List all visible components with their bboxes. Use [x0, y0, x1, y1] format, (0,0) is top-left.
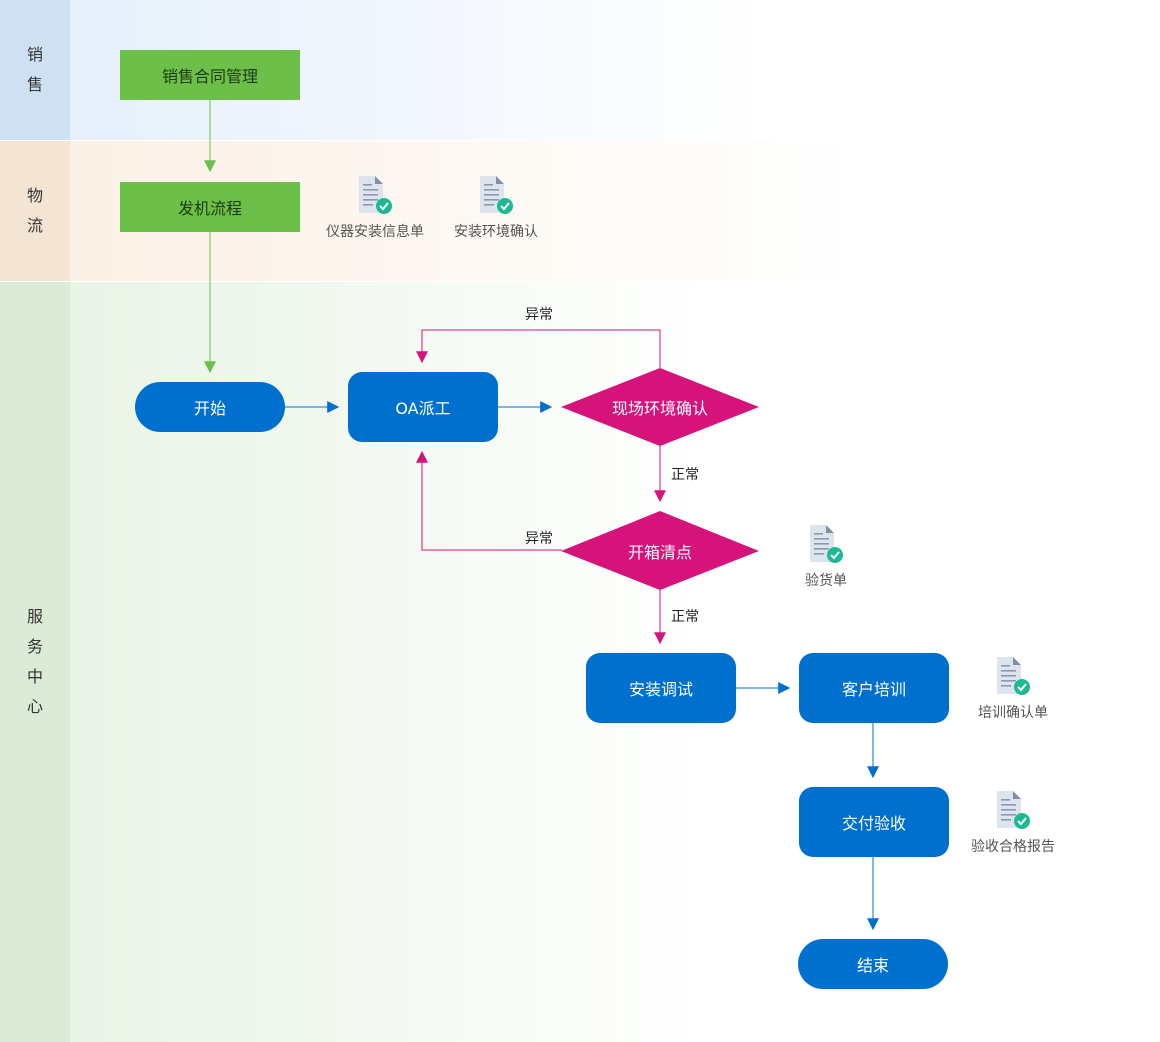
lane-sales-text: 销售	[27, 45, 44, 94]
lane-label-service: 服务中心	[0, 282, 70, 1042]
edge-env-abnormal	[416, 329, 661, 368]
document-check-icon	[810, 525, 843, 563]
doc-label: 安装环境确认	[454, 224, 538, 240]
node-install-debug[interactable]: 安装调试	[586, 653, 736, 723]
doc-instrument-install-info[interactable]: 仪器安装信息单	[315, 175, 435, 241]
document-check-icon	[997, 657, 1030, 695]
lane-logistics-text: 物流	[27, 186, 44, 235]
node-sales-contract[interactable]: 销售合同管理	[120, 50, 300, 100]
document-check-icon	[359, 176, 392, 214]
doc-install-env-confirm[interactable]: 安装环境确认	[436, 175, 556, 241]
node-oa-dispatch[interactable]: OA派工	[348, 372, 498, 442]
edge-label-unpack-normal: 正常	[671, 609, 699, 625]
decision-unpack-label[interactable]: 开箱清点	[627, 542, 692, 562]
edge-label-env-normal: 正常	[671, 467, 699, 483]
doc-acceptance-report[interactable]: 验收合格报告	[953, 790, 1073, 856]
node-start[interactable]: 开始	[135, 382, 285, 432]
doc-label: 培训确认单	[978, 705, 1048, 721]
edge-unpack-abnormal	[416, 450, 562, 551]
node-shipping-process[interactable]: 发机流程	[120, 182, 300, 232]
decision-site-env-shape	[561, 368, 759, 446]
node-customer-training[interactable]: 客户培训	[799, 653, 949, 723]
decision-unpack-shape	[561, 511, 759, 590]
lane-service-text: 服务中心	[27, 607, 44, 716]
doc-label: 仪器安装信息单	[326, 224, 424, 240]
lane-label-logistics: 物流	[0, 141, 70, 281]
doc-label: 验收合格报告	[971, 839, 1055, 855]
node-delivery-acceptance[interactable]: 交付验收	[799, 787, 949, 857]
edge-label-unpack-abnormal: 异常	[525, 531, 553, 547]
edge-label-env-abnormal: 异常	[525, 307, 553, 323]
doc-receipt-form[interactable]: 验货单	[766, 524, 886, 590]
document-check-icon	[997, 791, 1030, 829]
node-end[interactable]: 结束	[798, 939, 948, 989]
doc-label: 验货单	[805, 573, 847, 589]
decision-site-env-label[interactable]: 现场环境确认	[611, 399, 708, 418]
doc-training-confirm[interactable]: 培训确认单	[953, 656, 1073, 722]
document-check-icon	[480, 176, 513, 214]
lane-label-sales: 销售	[0, 0, 70, 140]
